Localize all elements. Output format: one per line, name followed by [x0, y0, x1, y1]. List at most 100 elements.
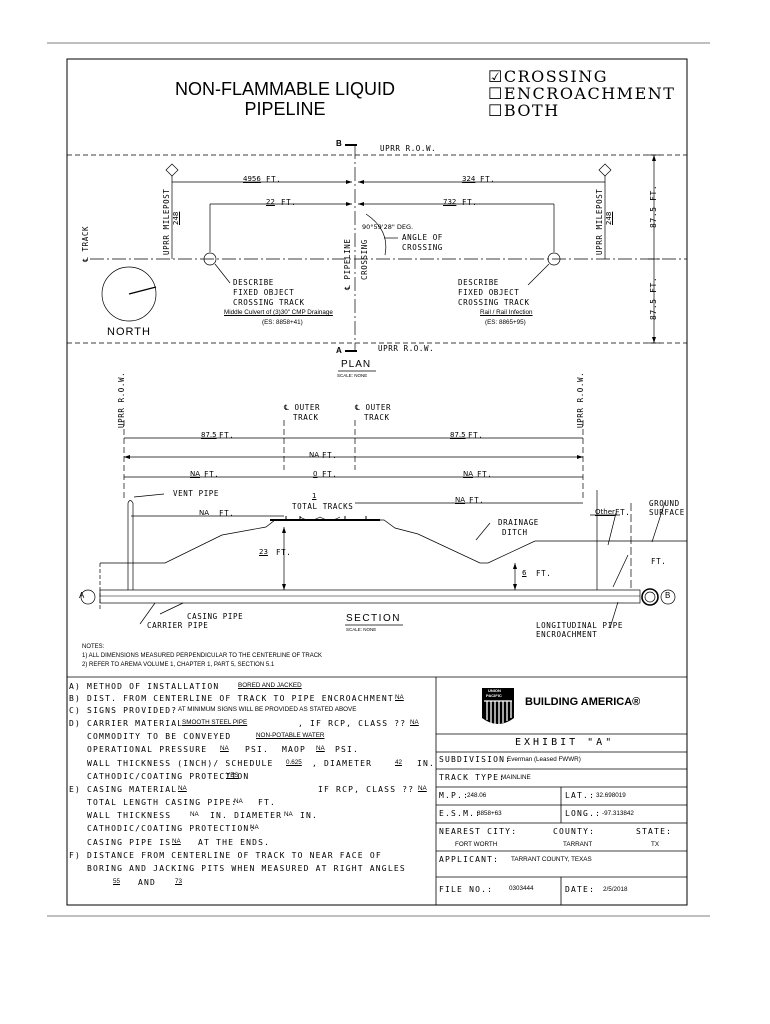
right-object-line1: DESCRIBE	[458, 278, 499, 287]
inch-unit: IN.	[300, 811, 319, 820]
carrier-material-value[interactable]: SMOOTH STEEL PIPE	[182, 719, 248, 726]
dim-unit: FT.	[276, 548, 292, 557]
dim-ditch-depth: 6	[522, 569, 527, 577]
maop-value[interactable]: NA	[316, 745, 325, 752]
ground-surface-label1: GROUND	[649, 499, 680, 508]
commodity-value[interactable]: NON-POTABLE WATER	[256, 732, 325, 739]
checkbox-empty-icon: ☐	[488, 84, 504, 103]
casing-material-value[interactable]: NA	[178, 785, 187, 792]
section-marker-a: A	[336, 346, 342, 355]
checkbox-both[interactable]: ☐BOTH	[488, 101, 560, 120]
nearest-city-value[interactable]: FORT WORTH	[455, 841, 498, 848]
brand-tagline: BUILDING AMERICA®	[525, 696, 641, 708]
checkbox-encroachment-label: ENCROACHMENT	[503, 84, 676, 103]
dim-na-3: NA	[455, 496, 466, 504]
casing-rcp-value[interactable]: NA	[418, 785, 427, 792]
method-value[interactable]: BORED AND JACKED	[238, 682, 302, 689]
method-label: A) METHOD OF INSTALLATION	[69, 682, 220, 691]
encroachment-distance-value[interactable]: NA	[395, 694, 404, 701]
checkbox-crossing[interactable]: ☑CROSSING	[488, 69, 608, 85]
dim-unit: FT.	[651, 557, 667, 566]
casing-pipe-label: CASING PIPE	[187, 612, 244, 621]
outer-track-left-label2: TRACK	[293, 413, 319, 422]
checkbox-encroachment[interactable]: ☐ENCROACHMENT	[488, 84, 676, 103]
dim-unit: FT.	[266, 175, 282, 184]
maop-label: MAOP	[282, 745, 307, 754]
dim-unit: FT.	[536, 569, 552, 578]
dim-unit: FT.	[322, 451, 338, 460]
checkbox-both-label: BOTH	[503, 101, 560, 120]
pit-distance-value1[interactable]: 55	[113, 878, 121, 885]
signs-label: C) SIGNS PROVIDED?	[69, 706, 178, 715]
right-object-description: Rail / Rail Infection	[480, 309, 533, 316]
county-value[interactable]: TARRANT	[563, 841, 593, 848]
latitude-value[interactable]: 32.698019	[596, 792, 626, 799]
casing-cathodic-value[interactable]: NA	[250, 824, 259, 831]
state-value[interactable]: TX	[651, 841, 660, 848]
casing-length-value[interactable]: NA	[234, 798, 243, 805]
milepost-right-value: 248	[605, 211, 613, 225]
milepost-left-label: UPRR MILEPOST	[162, 188, 171, 256]
track-type-value[interactable]: MAINLINE	[501, 774, 531, 781]
dim-total-width: NA	[309, 451, 320, 459]
left-object-line1: DESCRIBE	[233, 278, 274, 287]
date-value[interactable]: 2/5/2018	[603, 886, 628, 893]
dim-unit: FT.	[281, 198, 297, 207]
psi-unit: PSI.	[335, 745, 360, 754]
state-label: STATE:	[636, 827, 673, 836]
subdivision-label: SUBDIVISION:	[439, 755, 512, 764]
logo-text-bottom: PACIFIC	[486, 693, 502, 698]
commodity-label: COMMODITY TO BE CONVEYED	[87, 732, 232, 741]
esm-value[interactable]: 8858+63	[477, 810, 502, 817]
milepost-value[interactable]: 248.06	[467, 792, 487, 799]
operational-pressure-label: OPERATIONAL PRESSURE	[87, 745, 208, 754]
casing-diameter-value[interactable]: NA	[284, 811, 293, 818]
casing-wall-value[interactable]: NA	[190, 811, 199, 818]
plan-view-title: PLAN	[341, 359, 372, 370]
inch-unit: IN.	[417, 759, 436, 768]
dim-half-row-right: 87.5	[450, 431, 466, 439]
dim-unit: FT.	[204, 470, 220, 479]
row-width-top: 87.5 FT.	[649, 184, 658, 228]
left-object-line3: CROSSING TRACK	[233, 298, 305, 307]
pit-distance-and: AND	[138, 878, 157, 887]
carrier-material-label: D) CARRIER MATERIAL	[69, 719, 184, 728]
pipeline-centerline-label: ℄ PIPELINE	[343, 238, 352, 290]
wall-thickness-value[interactable]: 0.625	[286, 759, 302, 766]
dim-na-2: NA	[463, 470, 474, 478]
crossing-angle-value: 90°59'28" DEG.	[362, 223, 414, 231]
dim-unit: FT.	[322, 470, 338, 479]
ground-surface-label2: SURFACE	[649, 508, 685, 517]
dim-unit: FT.	[219, 431, 235, 440]
milepost-label: M.P.:	[439, 791, 470, 800]
dim-zero: 0	[313, 470, 318, 478]
cathodic-value[interactable]: YES	[226, 772, 239, 779]
signs-value[interactable]: AT MINIMUM SIGNS WILL BE PROVIDED AS STA…	[178, 706, 357, 713]
diameter-label: , DIAMETER	[312, 759, 373, 768]
casing-length-label: TOTAL LENGTH CASING PIPE:	[87, 798, 238, 807]
file-number-value[interactable]: 0303444	[509, 885, 534, 892]
casing-ends-tail: AT THE ENDS.	[198, 838, 271, 847]
casing-ends-label: CASING PIPE IS	[87, 838, 172, 847]
subdivision-value[interactable]: Everman (Leased FWWR)	[507, 756, 581, 763]
operational-pressure-value[interactable]: NA	[220, 745, 229, 752]
dim-na-4: NA	[199, 509, 210, 517]
longitude-value[interactable]: -97.313842	[602, 810, 634, 817]
carrier-rcp-value[interactable]: NA	[410, 719, 419, 726]
diameter-value[interactable]: 42	[395, 759, 403, 766]
dim-unit: FT.	[469, 496, 485, 505]
carrier-rcp-label: , IF RCP, CLASS ??	[298, 719, 407, 728]
feet-unit: FT.	[258, 798, 277, 807]
wall-thickness-label: WALL THICKNESS (INCH)/ SCHEDULE	[87, 759, 274, 768]
drawing-title-line2: PIPELINE	[244, 99, 326, 119]
pit-distance-value2[interactable]: 73	[175, 878, 183, 885]
note-1: 1) ALL DIMENSIONS MEASURED PERPENDICULAR…	[82, 653, 323, 659]
nearest-city-label: NEAREST CITY:	[439, 827, 518, 836]
section-row-right: UPRR R.O.W.	[576, 371, 585, 428]
dim-right-object: 732	[443, 198, 457, 206]
casing-ends-value[interactable]: NA	[172, 838, 181, 845]
applicant-value[interactable]: TARRANT COUNTY, TEXAS	[511, 856, 592, 863]
left-object-description: Middle Culvert of (3)30" CMP Drainage	[224, 309, 333, 316]
cathodic-label: CATHODIC/COATING PROTECTION	[87, 772, 250, 781]
